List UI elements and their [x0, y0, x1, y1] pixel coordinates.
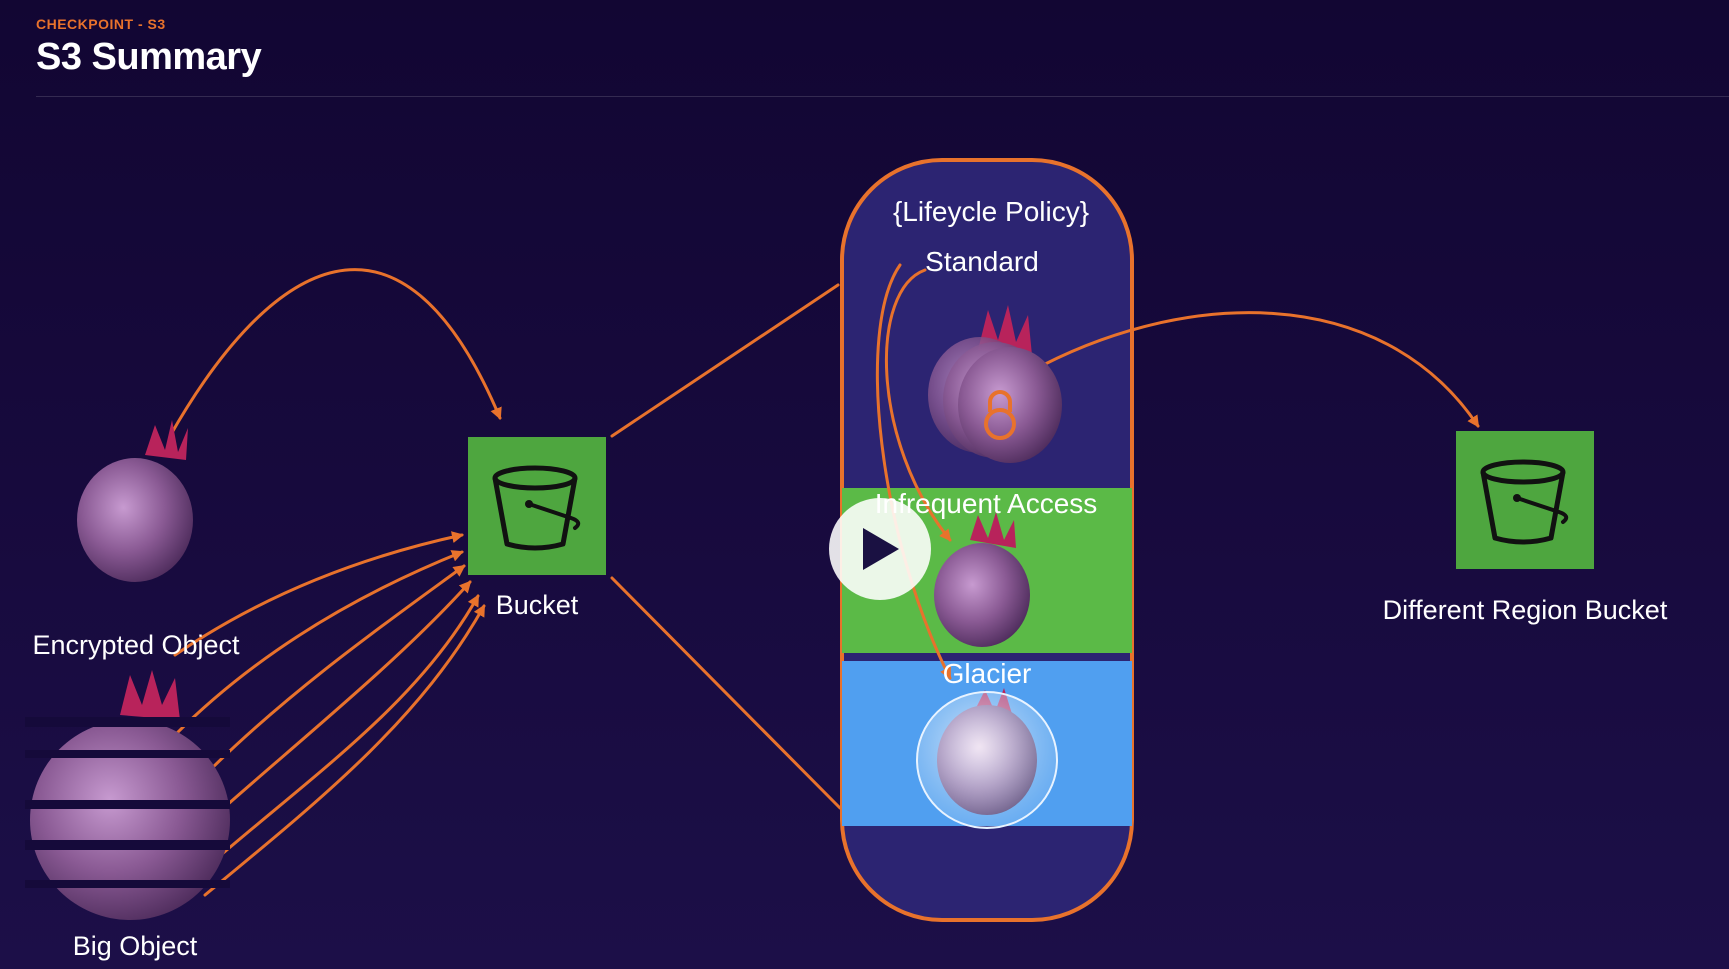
encrypt-arc-arrow — [168, 268, 502, 438]
bucket-box[interactable] — [468, 437, 606, 575]
big-object-beet-icon — [25, 670, 230, 920]
encrypted-object-beet-icon — [77, 420, 193, 582]
part-upload-arrow-5 — [213, 594, 480, 862]
replication-arc-arrow — [1028, 311, 1480, 428]
bucket-label: Bucket — [495, 590, 579, 620]
encrypted-object-label: Encrypted Object — [32, 630, 240, 660]
standard-to-glacier-arrow — [875, 263, 952, 680]
bucket-to-lifecycle-top — [610, 283, 840, 438]
bucket-icon — [1480, 459, 1569, 545]
part-upload-arrow-6 — [203, 604, 486, 897]
lifecycle-policy-title: {Lifeycle Policy} — [892, 196, 1090, 227]
infrequent-access-beet-icon — [934, 512, 1030, 647]
header-divider — [36, 96, 1729, 97]
part-upload-arrow-1 — [173, 531, 464, 657]
standard-to-ia-arrow — [885, 268, 952, 542]
play-icon — [863, 528, 899, 570]
section-eyebrow: CHECKPOINT - S3 — [36, 16, 166, 32]
bucket-to-lifecycle-bottom — [610, 576, 842, 810]
slide-header: CHECKPOINT - S3 S3 Summary — [36, 16, 262, 79]
tier-standard-label: Standard — [925, 246, 1039, 277]
glacier-beet-icon — [916, 688, 1058, 829]
page-title: S3 Summary — [36, 36, 262, 78]
bucket-icon — [492, 465, 581, 551]
part-upload-arrow-4 — [208, 580, 472, 822]
tier-glacier-label: Glacier — [942, 658, 1032, 689]
play-button[interactable] — [829, 498, 931, 600]
lock-icon — [984, 390, 1016, 440]
part-upload-arrow-3 — [203, 564, 466, 777]
part-upload-arrow-2 — [173, 550, 464, 737]
different-region-bucket-box[interactable] — [1456, 431, 1594, 569]
big-object-label: Big Object — [72, 931, 198, 961]
different-region-bucket-label: Different Region Bucket — [1382, 595, 1668, 625]
